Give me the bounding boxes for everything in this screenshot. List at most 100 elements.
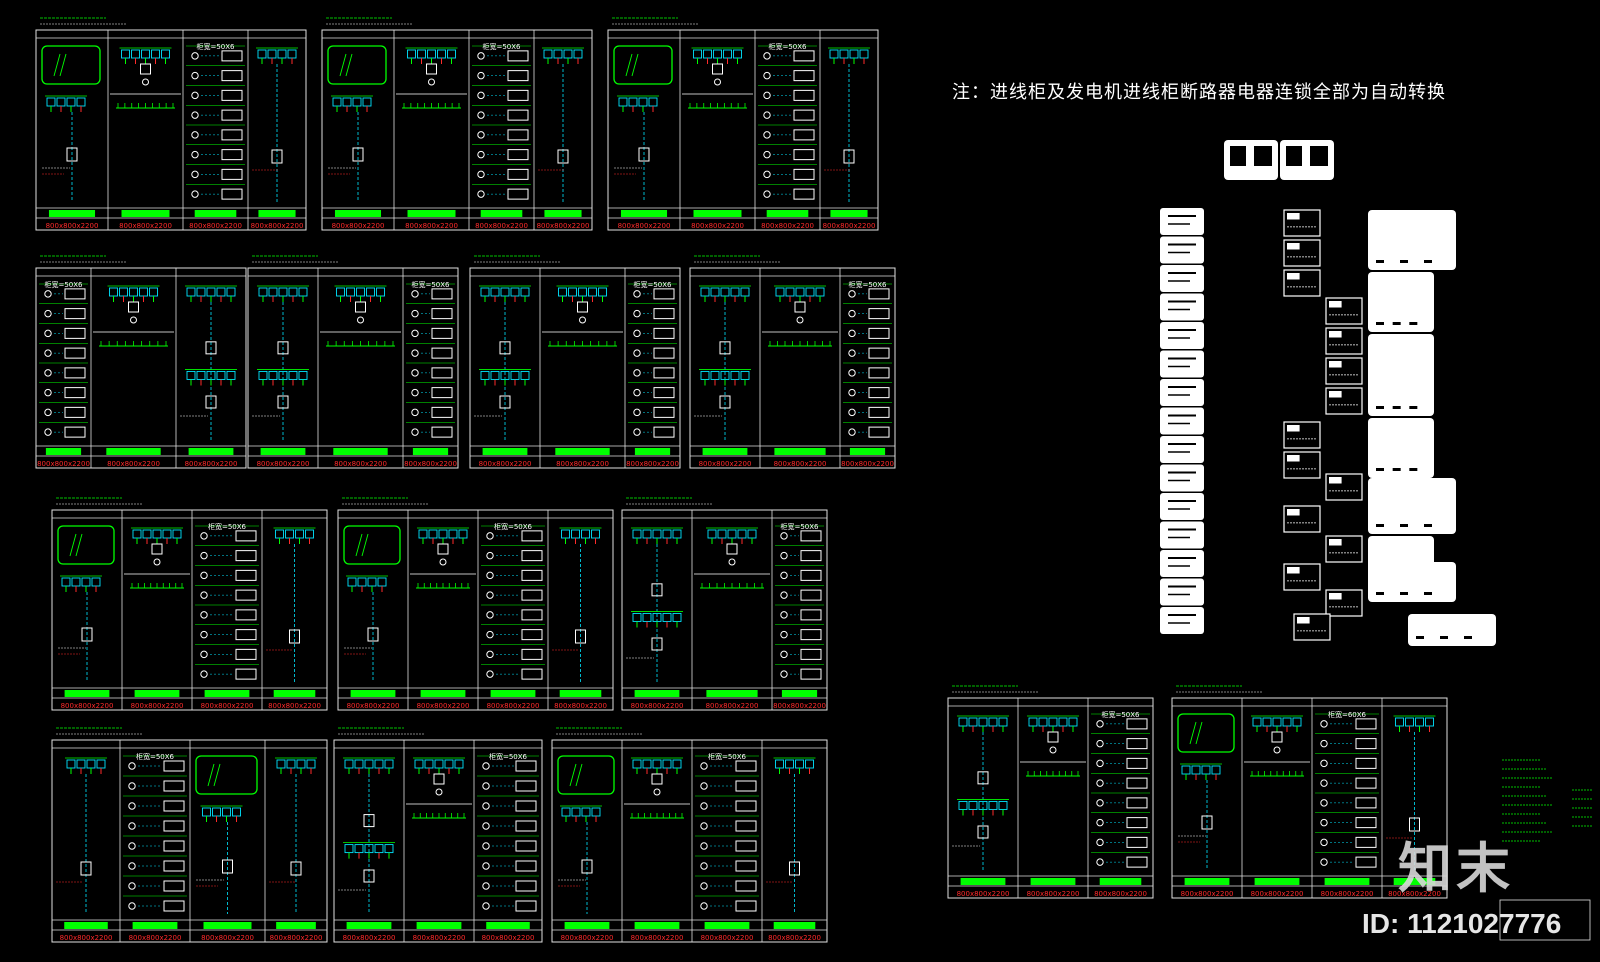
drawer-module	[507, 129, 529, 141]
switchgear-plan-mark	[1440, 636, 1448, 639]
breaker-symbol	[44, 309, 52, 318]
ct-symbol	[723, 49, 732, 59]
drawer-unit	[195, 624, 259, 641]
drawer-module	[521, 609, 543, 621]
drawer-unit	[758, 85, 817, 101]
ct-symbol	[46, 97, 56, 107]
cabinet-dimension-label: 800x800x2200	[37, 460, 90, 468]
drawer-module	[515, 900, 537, 912]
equipment-unit-label-block	[1297, 617, 1310, 624]
switchgear-plan-outline	[1368, 418, 1434, 478]
breaker-symbol	[44, 290, 52, 298]
isolator-symbol	[142, 78, 149, 86]
cabinet-column-meter: 800x800x2200	[407, 510, 476, 710]
drawer-module	[653, 308, 675, 320]
cable-terminal-symbol	[277, 341, 289, 355]
switchgear-plan-mark	[1409, 322, 1418, 325]
drawer-unit	[843, 303, 892, 320]
cable-terminal-symbol	[575, 629, 586, 644]
cable-terminal-symbol	[271, 149, 283, 164]
drawer-module	[868, 406, 890, 418]
drawer-unit	[775, 663, 824, 680]
breaker-symbol	[200, 532, 208, 540]
drawer-module	[800, 668, 822, 680]
drawer-unit	[843, 382, 892, 399]
ct-symbol	[162, 529, 172, 539]
ct-symbol	[578, 287, 587, 297]
breaker-symbol	[1320, 838, 1328, 847]
ct-symbol	[66, 97, 76, 107]
cabinet-plan-unit	[1160, 293, 1204, 321]
ct-symbol	[216, 287, 226, 297]
cable-terminal-symbol	[719, 341, 731, 355]
cabinet-width-label: 柜宽=50X6	[494, 522, 533, 531]
drawer-unit	[123, 835, 187, 852]
breaker-symbol	[848, 369, 856, 377]
drawer-module	[515, 840, 537, 852]
cabinet-dimension-label: 800x800x2200	[417, 702, 470, 710]
drawer-module	[431, 347, 453, 359]
drawer-unit	[39, 382, 88, 399]
transformer-symbol	[638, 147, 650, 162]
cabinet-column-incoming: 800x800x2200	[613, 45, 673, 230]
cable-terminal-symbol	[499, 395, 511, 409]
ct-symbol	[298, 370, 308, 380]
meter-symbol	[1271, 731, 1283, 743]
nameplate-band	[486, 922, 530, 929]
panel-frame	[469, 267, 681, 469]
breaker-symbol	[482, 782, 490, 790]
ct-symbol	[618, 97, 628, 107]
equipment-unit	[1283, 451, 1321, 479]
ct-symbol	[558, 287, 567, 297]
cabinet-plan-outline	[1160, 322, 1204, 349]
meter-window	[57, 525, 115, 565]
switchgear-plan-block	[1368, 210, 1456, 270]
breaker-symbol	[482, 862, 490, 870]
nameplate-band	[559, 690, 602, 697]
drawer-module	[235, 609, 257, 621]
breaker-symbol	[633, 309, 641, 318]
ct-symbol	[1415, 717, 1424, 727]
drawer-module	[235, 668, 257, 680]
ct-symbol	[581, 529, 590, 539]
drawer-module	[653, 347, 675, 359]
ct-symbol	[196, 287, 206, 297]
drawer-module	[221, 89, 243, 101]
breaker-symbol	[482, 902, 490, 910]
ct-symbol	[988, 800, 998, 810]
equipment-unit	[1325, 535, 1363, 563]
cabinet-width-label: 柜宽=50X6	[633, 280, 672, 289]
cabinet-dimension-label: 800x800x2200	[691, 222, 744, 230]
drawer-unit	[186, 144, 245, 161]
cabinet-plan-outline	[1160, 578, 1204, 606]
transformer-unit	[1280, 140, 1334, 180]
drawer-unit	[758, 65, 817, 82]
cabinet-dimension-label: 800x800x2200	[706, 702, 759, 710]
drawer-unit	[195, 545, 259, 562]
drawer-module	[793, 188, 815, 200]
ct-symbol	[693, 49, 702, 59]
cabinet-plan-outline	[1160, 407, 1204, 435]
ct-symbol	[357, 577, 367, 587]
ct-symbol	[849, 49, 859, 59]
ct-symbol	[206, 287, 216, 297]
drawer-module	[163, 800, 185, 812]
cabinet-dimension-label: 800x800x2200	[631, 702, 684, 710]
ct-symbol	[1405, 717, 1414, 727]
cabinet-dimension-label: 800x800x2200	[1094, 890, 1147, 898]
isolator-symbol	[428, 78, 435, 86]
nameplate-band	[702, 448, 748, 455]
cabinet-plan-outline	[1160, 293, 1204, 321]
ct-symbol	[152, 529, 162, 539]
cable-terminal-symbol	[557, 149, 569, 164]
switchgear-plan-mark	[1400, 524, 1408, 527]
breaker-symbol	[191, 131, 199, 139]
meter-symbol	[577, 301, 588, 313]
drawer-module	[868, 327, 890, 339]
equipment-unit	[1325, 357, 1363, 385]
drawer-unit	[1091, 713, 1150, 730]
cabinet-column-meter: 800x800x2200	[90, 268, 174, 468]
